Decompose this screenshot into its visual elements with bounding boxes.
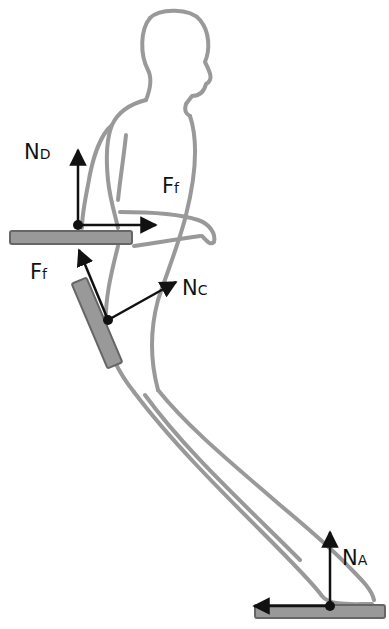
force-label: NA (342, 548, 367, 569)
force-label: Ff (30, 262, 47, 283)
force-label: ND (24, 142, 51, 163)
force-label: NC (182, 278, 208, 299)
force-label: Ff (162, 176, 179, 197)
arm-bar (10, 231, 132, 244)
foot-platform (255, 605, 385, 618)
